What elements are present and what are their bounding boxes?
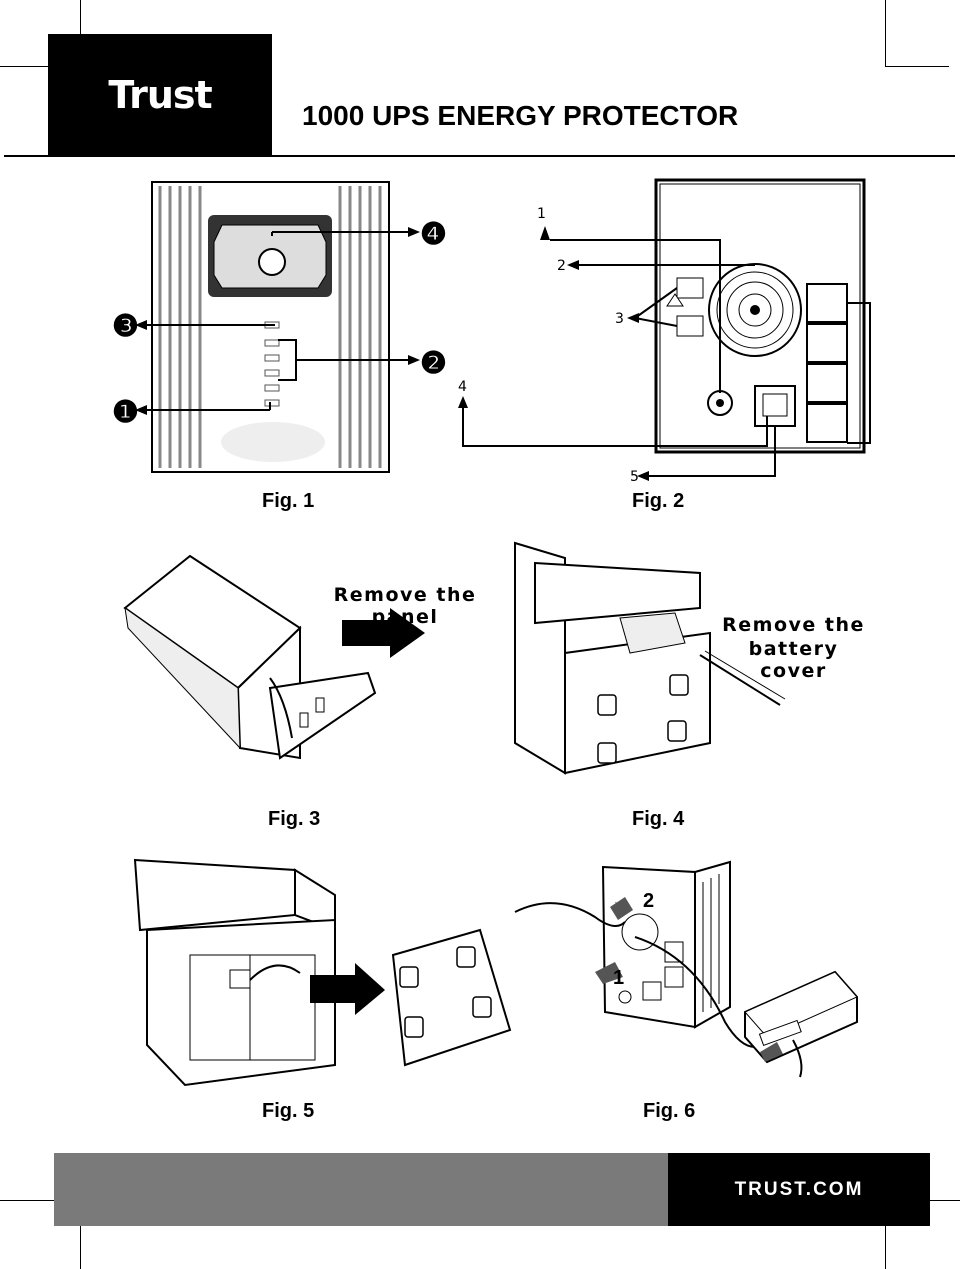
document-title: 1000 UPS ENERGY PROTECTOR	[302, 100, 739, 131]
fig4-label: Fig. 4	[632, 808, 685, 830]
warning-triangle-icon	[666, 293, 684, 307]
footer-grey-band	[54, 1153, 668, 1226]
arrow-icon	[310, 963, 385, 1015]
fig1-front-panel-diagram: ❸ ❶ ❷ ❹	[112, 181, 447, 473]
fig5-battery-removal-diagram	[133, 858, 512, 1087]
callout-fig2-5: 5	[630, 469, 639, 485]
callout-fig2-1: 1	[537, 206, 546, 222]
logo-box: Trust	[48, 34, 272, 156]
crop-mark	[885, 1226, 886, 1269]
fig6-connection-diagram: 2 1	[514, 860, 858, 1078]
fig6-label: Fig. 6	[643, 1100, 696, 1122]
power-socket-icon	[806, 283, 848, 443]
fig4-caption-line1: Remove the	[722, 614, 865, 636]
trust-logo-icon: Trust	[108, 73, 212, 117]
fig3-label: Fig. 3	[268, 808, 321, 830]
callout-3: ❸	[112, 310, 139, 343]
callout-fig2-2: 2	[557, 258, 566, 274]
fig3-remove-panel-diagram	[123, 554, 425, 760]
crop-mark	[885, 0, 886, 66]
fig5-label: Fig. 5	[262, 1100, 315, 1122]
crop-mark	[930, 1200, 960, 1201]
fig2-rear-panel-diagram: 1 2 3 4 5	[458, 178, 871, 485]
fig4-caption-line2: battery cover	[748, 638, 839, 682]
callout-4: ❹	[420, 218, 447, 251]
crop-mark	[80, 1226, 81, 1269]
fig1-label: Fig. 1	[262, 490, 315, 512]
arrow-icon	[342, 608, 425, 658]
crop-mark	[0, 1200, 54, 1201]
callout-fig2-3: 3	[615, 311, 624, 327]
callout-1: ❶	[112, 396, 139, 429]
callout-fig6-2: 2	[643, 890, 654, 912]
crop-mark	[80, 0, 81, 34]
fig4-battery-cover-diagram	[514, 541, 786, 775]
header-rule	[4, 155, 955, 157]
fig3-caption: Remove the panel	[333, 584, 477, 628]
footer-website[interactable]: TRUST.COM	[734, 1178, 864, 1200]
fig2-label: Fig. 2	[632, 490, 685, 512]
crop-mark	[885, 66, 949, 67]
crop-mark	[0, 66, 48, 67]
callout-fig6-1: 1	[613, 967, 624, 989]
callout-fig2-4: 4	[458, 379, 467, 395]
footer-black-band	[668, 1153, 930, 1226]
callout-2: ❷	[420, 347, 447, 380]
